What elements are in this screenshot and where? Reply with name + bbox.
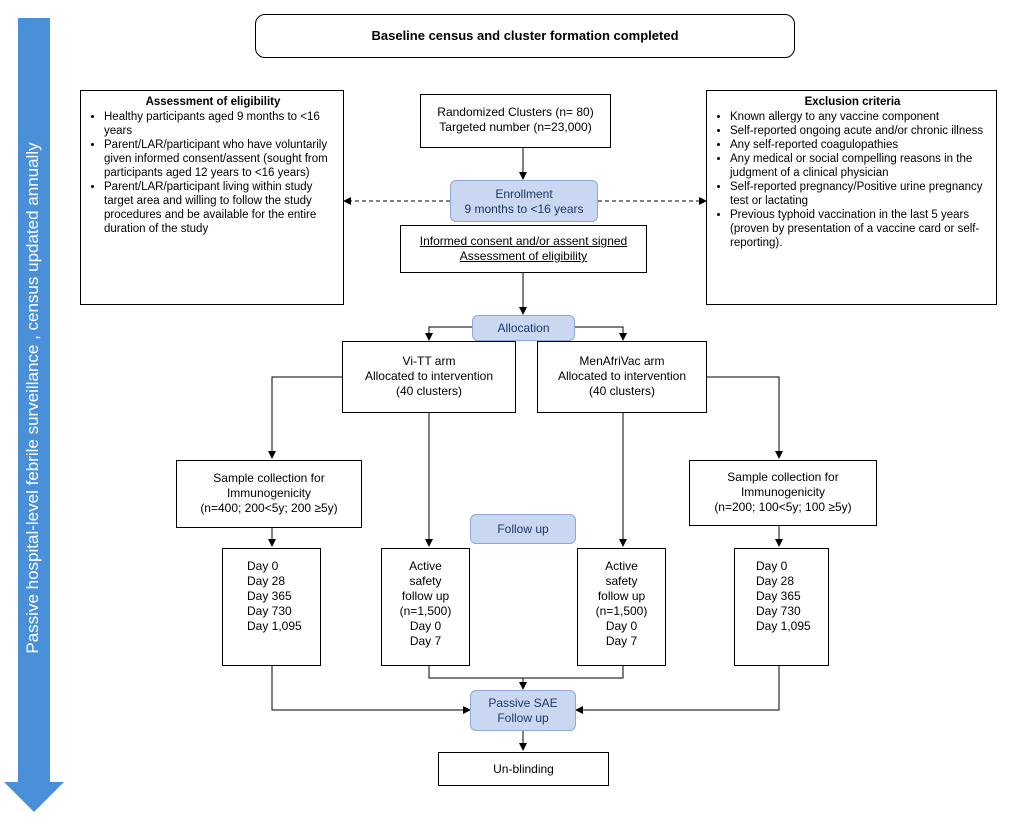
arrow-allocation-menafri	[575, 326, 627, 341]
sample-left-subtitle: Immunogenicity	[226, 486, 312, 500]
safety-item: (n=1,500)	[399, 604, 452, 618]
safety-item: Active	[605, 559, 638, 573]
allocation-label: Allocation	[497, 321, 550, 335]
sample-right-subtitle: Immunogenicity	[740, 485, 826, 499]
safety-item: (n=1,500)	[595, 604, 648, 618]
exclusion-item: Known allergy to any vaccine component	[730, 110, 990, 124]
exclusion-item: Any self-reported coagulopathies	[730, 138, 990, 152]
follow-up-label: Follow up	[497, 522, 549, 536]
vitt-arm-allocation: Allocated to intervention	[364, 369, 494, 383]
exclusion-box: Exclusion criteria Known allergy to any …	[706, 90, 997, 305]
vitt-arm-name: Vi-TT arm	[402, 354, 456, 368]
menafri-arm-clusters: (40 clusters)	[588, 384, 656, 398]
randomized-clusters-box: Randomized Clusters (n= 80) Targeted num…	[420, 94, 611, 148]
follow-up-box: Follow up	[470, 514, 576, 544]
eligibility-item: Healthy participants aged 9 months to <1…	[104, 110, 337, 138]
banner-arrow-shape	[4, 18, 64, 812]
passive-sae-label: Passive SAE	[488, 696, 558, 710]
day-item: Day 28	[756, 574, 795, 588]
eligibility-item: Parent/LAR/participant who have voluntar…	[104, 138, 337, 180]
passive-sae-followup: Follow up	[497, 711, 549, 725]
safety-item: Day 7	[409, 634, 442, 648]
safety-item: follow up	[597, 589, 646, 603]
safety-right-box: Active safety follow up (n=1,500) Day 0 …	[577, 548, 666, 666]
eligibility-box: Assessment of eligibility Healthy partic…	[80, 90, 344, 305]
line-safety-merge	[428, 666, 624, 679]
exclusion-item: Any medical or social compelling reasons…	[730, 152, 990, 180]
exclusion-item: Self-reported pregnancy/Positive urine p…	[730, 180, 990, 208]
menafri-arm-box: MenAfriVac arm Allocated to intervention…	[537, 341, 707, 413]
safety-item: Day 0	[409, 619, 442, 633]
header-title-box: Baseline census and cluster formation co…	[255, 14, 795, 58]
safety-left-box: Active safety follow up (n=1,500) Day 0 …	[381, 548, 470, 666]
day-item: Day 730	[756, 604, 801, 618]
sample-left-title: Sample collection for	[213, 471, 325, 485]
day-item: Day 1,095	[247, 619, 302, 633]
safety-item: safety	[409, 574, 442, 588]
menafri-arm-allocation: Allocated to intervention	[557, 369, 687, 383]
days-right-box: Day 0 Day 28 Day 365 Day 730 Day 1,095	[734, 548, 829, 666]
day-item: Day 0	[247, 559, 279, 573]
sample-right-box: Sample collection for Immunogenicity (n=…	[689, 460, 877, 526]
enrollment-box: Enrollment 9 months to <16 years	[450, 180, 598, 222]
arrow-menafri-sample	[707, 376, 783, 459]
safety-item: follow up	[401, 589, 450, 603]
eligibility-item: Parent/LAR/participant living within stu…	[104, 180, 337, 236]
day-item: Day 0	[756, 559, 788, 573]
safety-item: Day 0	[605, 619, 638, 633]
sample-right-n: (n=200; 100<5y; 100 ≥5y)	[714, 500, 852, 514]
day-item: Day 28	[247, 574, 286, 588]
unblinding-label: Un-blinding	[493, 762, 554, 776]
safety-item: Active	[409, 559, 442, 573]
arrow-days-left-sae	[271, 666, 471, 714]
exclusion-item: Self-reported ongoing acute and/or chron…	[730, 124, 990, 138]
menafri-arm-name: MenAfriVac arm	[579, 354, 665, 368]
vitt-arm-clusters: (40 clusters)	[395, 384, 463, 398]
enrollment-label: Enrollment	[495, 187, 553, 201]
vitt-arm-box: Vi-TT arm Allocated to intervention (40 …	[342, 341, 516, 413]
arrow-days-right-sae	[575, 666, 780, 714]
day-item: Day 365	[756, 589, 801, 603]
enrollment-age: 9 months to <16 years	[464, 202, 584, 216]
targeted-number-text: Targeted number (n=23,000)	[439, 120, 592, 134]
day-item: Day 1,095	[756, 619, 811, 633]
randomized-clusters-text: Randomized Clusters (n= 80)	[437, 105, 594, 119]
arrow-vitt-sample	[268, 376, 342, 459]
sample-left-n: (n=400; 200<5y; 200 ≥5y)	[200, 501, 338, 515]
consent-text: Informed consent and/or assent signed	[419, 234, 628, 248]
safety-item: Day 7	[605, 634, 638, 648]
eligibility-list: Healthy participants aged 9 months to <1…	[89, 110, 337, 236]
exclusion-list: Known allergy to any vaccine component S…	[715, 110, 990, 250]
day-item: Day 730	[247, 604, 292, 618]
exclusion-title: Exclusion criteria	[804, 96, 901, 108]
page-title: Baseline census and cluster formation co…	[371, 28, 679, 43]
eligibility-title: Assessment of eligibility	[145, 96, 281, 108]
day-item: Day 365	[247, 589, 292, 603]
sample-right-title: Sample collection for	[727, 470, 839, 484]
safety-item: safety	[605, 574, 638, 588]
consent-box: Informed consent and/or assent signed As…	[400, 225, 647, 273]
eligibility-assessment-text: Assessment of eligibility	[459, 249, 588, 263]
arrow-allocation-vitt	[425, 326, 472, 341]
passive-sae-box: Passive SAE Follow up	[470, 690, 576, 731]
allocation-box: Allocation	[472, 315, 575, 341]
exclusion-item: Previous typhoid vaccination in the last…	[730, 208, 990, 250]
days-left-box: Day 0 Day 28 Day 365 Day 730 Day 1,095	[222, 548, 321, 666]
sample-left-box: Sample collection for Immunogenicity (n=…	[176, 460, 362, 528]
unblinding-box: Un-blinding	[438, 752, 609, 786]
